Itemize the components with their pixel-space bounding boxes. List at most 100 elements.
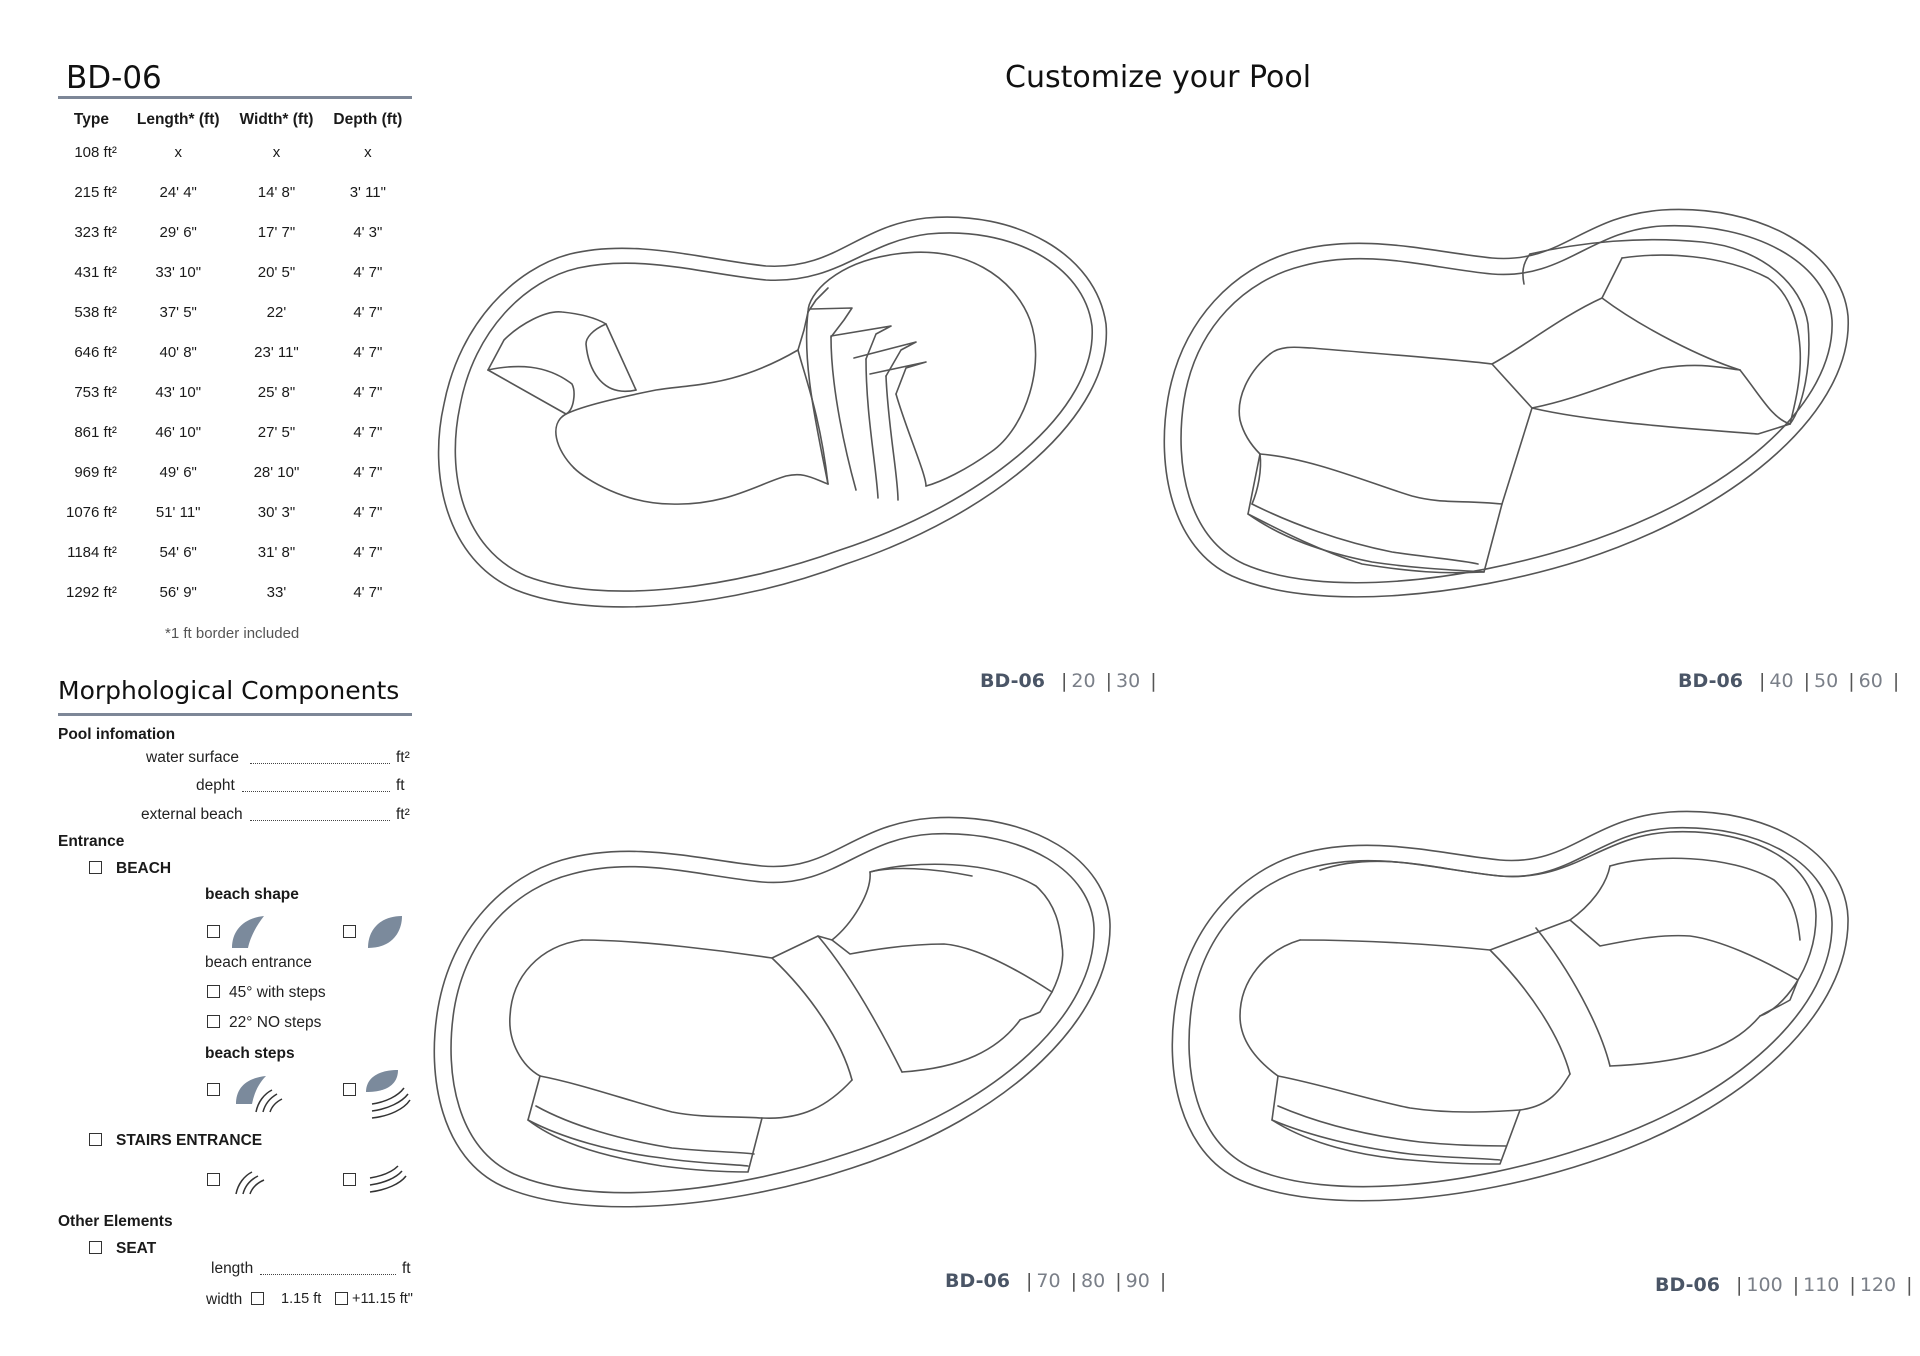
cell-width: 17' 7"	[257, 223, 296, 241]
morph-title: Morphological Components	[58, 676, 400, 705]
seat-length-field[interactable]	[260, 1262, 396, 1275]
stairs-arc-steps-icon	[235, 1171, 265, 1195]
cell-length: 37' 5"	[159, 303, 197, 321]
caption-100-110-120: BD-06 |100 |110 |120 |	[1655, 1274, 1913, 1296]
cell-width: 22'	[266, 303, 287, 321]
seat-length-unit: ft	[402, 1260, 411, 1277]
seat-checkbox[interactable]	[89, 1241, 102, 1254]
cell-length: 29' 6"	[159, 223, 197, 241]
entrance-heading: Entrance	[58, 833, 125, 850]
cell-type: 1076 ft²	[66, 503, 117, 521]
cell-length: 40' 8"	[159, 343, 197, 361]
beach-shape-crescent-icon	[232, 916, 264, 948]
size-label: 80	[1081, 1270, 1106, 1292]
size-label: 70	[1036, 1270, 1061, 1292]
cell-type: 1292 ft²	[66, 583, 117, 601]
depth-unit: ft	[396, 777, 405, 794]
width-opt2-checkbox[interactable]	[335, 1292, 348, 1305]
pool-info-heading: Pool infomation	[58, 726, 176, 743]
cell-type: 431 ft²	[74, 263, 117, 281]
cell-width: 27' 5"	[257, 423, 296, 441]
cell-length: 56' 9"	[159, 583, 197, 601]
seat-width-label: width	[206, 1291, 243, 1308]
beach-checkbox[interactable]	[89, 861, 102, 874]
beach-label: BEACH	[116, 860, 172, 877]
table-note: *1 ft border included	[165, 625, 300, 642]
cell-depth: 4' 7"	[353, 543, 383, 561]
cell-length: 49' 6"	[159, 463, 197, 481]
cell-depth: 4' 7"	[353, 383, 383, 401]
size-label: 120	[1859, 1274, 1897, 1296]
size-label: 50	[1814, 670, 1839, 692]
caption-model: BD-06	[1655, 1274, 1720, 1296]
cell-length: 24' 4"	[159, 183, 197, 201]
cell-type: 215 ft²	[74, 183, 117, 201]
cell-length: 51' 11"	[155, 503, 201, 521]
water-surface-label: water surface	[146, 749, 240, 766]
cell-type: 861 ft²	[74, 423, 117, 441]
width-opt1-checkbox[interactable]	[251, 1292, 264, 1305]
beach-shape-1-checkbox[interactable]	[207, 925, 220, 938]
cell-depth: 3' 11"	[349, 183, 386, 201]
cell-width: x	[272, 143, 281, 161]
external-beach-field[interactable]	[250, 808, 390, 821]
depth-label: depht	[196, 777, 235, 794]
table-row: 323 ft² 29' 6" 17' 7" 4' 3"	[56, 212, 412, 252]
stairs-entrance-label: STAIRS ENTRANCE	[116, 1132, 263, 1149]
cell-depth: 4' 7"	[353, 263, 383, 281]
cell-depth: 4' 7"	[353, 303, 383, 321]
cell-width: 33'	[266, 583, 287, 601]
cell-width: 20' 5"	[257, 263, 296, 281]
cell-type: 753 ft²	[74, 383, 117, 401]
depth-field[interactable]	[242, 779, 390, 792]
size-label: 110	[1803, 1274, 1840, 1296]
stairs-1-checkbox[interactable]	[207, 1173, 220, 1186]
stairs-wave-steps-icon	[369, 1165, 407, 1193]
size-label: 40	[1769, 670, 1794, 692]
col-type: Type	[73, 111, 109, 128]
cell-width: 30' 3"	[257, 503, 296, 521]
caption-40-50-60: BD-06 |40 |50 |60 |	[1678, 670, 1900, 692]
caption-model: BD-06	[980, 670, 1045, 692]
beach-shape-2-checkbox[interactable]	[343, 925, 356, 938]
water-surface-field[interactable]	[250, 751, 390, 764]
seat-label: SEAT	[116, 1240, 157, 1257]
opt-22-label: 22° NO steps	[229, 1014, 322, 1031]
cell-depth: 4' 7"	[353, 463, 383, 481]
beach-steps-2-checkbox[interactable]	[343, 1083, 356, 1096]
cell-type: 969 ft²	[74, 463, 117, 481]
pool-drawing-70-80-90	[433, 816, 1111, 1208]
stairs-2-checkbox[interactable]	[343, 1173, 356, 1186]
morph-rule	[58, 713, 412, 716]
cell-depth: 4' 7"	[353, 503, 383, 521]
main-title: Customize your Pool	[1005, 60, 1312, 95]
model-title: BD-06	[66, 60, 162, 96]
cell-depth: 4' 3"	[353, 223, 383, 241]
opt-45-checkbox[interactable]	[207, 985, 220, 998]
beach-shape-label: beach shape	[205, 886, 299, 903]
table-header-row: Type Length* (ft) Width* (ft) Depth (ft)	[56, 108, 412, 132]
size-label: 20	[1071, 670, 1096, 692]
size-label: 30	[1116, 670, 1141, 692]
cell-depth: x	[364, 143, 372, 161]
beach-steps-crescent-icon	[236, 1076, 283, 1113]
pool-drawing-20-30	[437, 216, 1108, 608]
beach-steps-leaf-icon	[366, 1070, 411, 1119]
stairs-entrance-checkbox[interactable]	[89, 1133, 102, 1146]
beach-steps-1-checkbox[interactable]	[207, 1083, 220, 1096]
pool-drawing-100-110-120	[1171, 810, 1849, 1202]
cell-type: 323 ft²	[74, 223, 117, 241]
size-label: 60	[1858, 670, 1883, 692]
cell-length: x	[174, 143, 182, 161]
cell-length: 43' 10"	[155, 383, 202, 401]
opt-22-checkbox[interactable]	[207, 1015, 220, 1028]
cell-depth: 4' 7"	[353, 343, 383, 361]
cell-type: 1184 ft²	[67, 543, 117, 561]
cell-type: 646 ft²	[74, 343, 117, 361]
